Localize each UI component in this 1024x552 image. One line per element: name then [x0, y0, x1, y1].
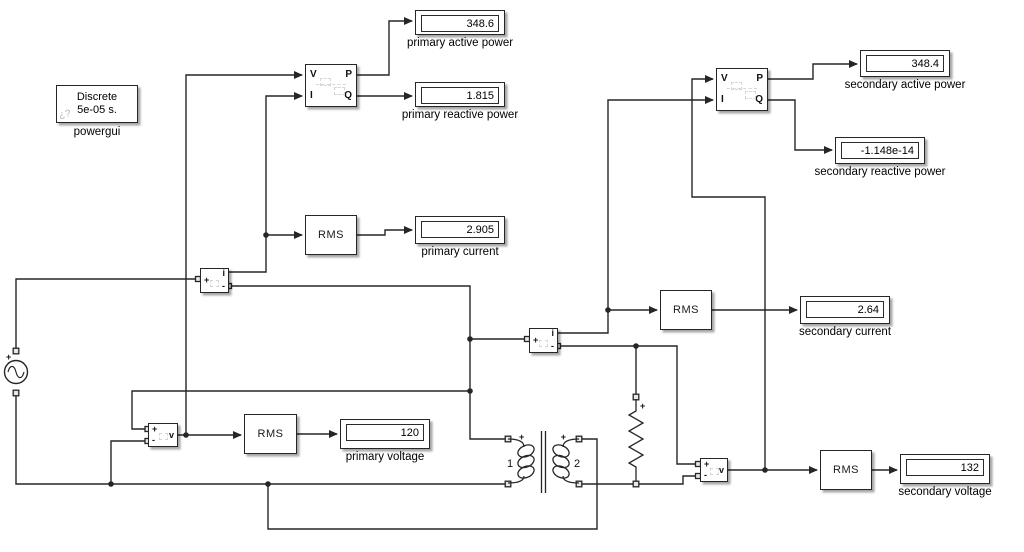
port-plus: + [152, 424, 158, 434]
rms-primary-current[interactable]: RMS [305, 215, 357, 255]
rms-label: RMS [833, 464, 859, 476]
rms-primary-voltage[interactable]: RMS [244, 414, 297, 454]
winding-2-plus-label: + [561, 432, 566, 442]
port-P: P [756, 73, 763, 84]
port-I: I [721, 94, 724, 105]
display-primary-active-power[interactable]: 348.6 [415, 10, 505, 35]
display-value: 132 [906, 459, 984, 476]
port-P: P [345, 69, 352, 80]
block-icon [745, 91, 756, 99]
display-label: secondary reactive power [814, 166, 946, 178]
display-label: primary active power [406, 37, 514, 49]
source-plus-label: + [6, 352, 11, 362]
display-secondary-active-power[interactable]: 348.4 [860, 50, 950, 77]
junction-dots [108, 232, 768, 487]
power-measurement-secondary[interactable]: V I P Q [716, 68, 768, 111]
display-label: primary voltage [345, 451, 425, 463]
display-label: secondary current [798, 326, 892, 338]
power-measurement-primary[interactable]: V I P Q [305, 64, 357, 107]
rms-secondary-current[interactable]: RMS [660, 290, 712, 330]
display-label: primary current [421, 246, 499, 258]
display-primary-voltage[interactable]: 120 [340, 419, 430, 449]
winding-2-label: 2 [574, 458, 580, 470]
winding-1-label: 1 [507, 458, 513, 470]
display-primary-current[interactable]: 2.905 [415, 216, 505, 244]
port-minus: - [222, 281, 225, 291]
display-value: 1.815 [421, 87, 499, 104]
port-v: v [168, 430, 174, 440]
transformer[interactable]: 1 2 + + [507, 431, 580, 493]
block-icon [727, 88, 757, 89]
resistor-plus-label: + [640, 401, 645, 411]
rms-label: RMS [318, 229, 344, 241]
rms-label: RMS [257, 428, 284, 440]
voltage-measurement-secondary[interactable]: + - v [700, 458, 728, 482]
rms-secondary-voltage[interactable]: RMS [820, 450, 872, 490]
port-i: i [551, 328, 554, 338]
powergui-icon: ¿? [58, 108, 72, 121]
display-secondary-voltage[interactable]: 132 [900, 454, 990, 484]
port-plus: + [704, 459, 710, 469]
powergui-block[interactable]: Discrete 5e-05 s. ¿? [56, 85, 138, 123]
port-i: i [222, 268, 225, 278]
display-label: secondary active power [844, 79, 966, 91]
block-icon [539, 340, 548, 347]
block-icon [210, 280, 219, 287]
rms-label: RMS [673, 304, 699, 316]
port-I: I [310, 90, 313, 101]
display-value: -1.148e-14 [841, 142, 919, 159]
voltage-measurement-primary[interactable]: + - v [148, 423, 178, 447]
current-measurement-secondary[interactable]: + i - [529, 328, 558, 353]
block-icon [159, 433, 168, 440]
signal-wires[interactable] [15, 17, 898, 530]
port-minus: - [152, 435, 155, 445]
display-value: 348.4 [866, 55, 944, 72]
powergui-line1: Discrete [76, 91, 118, 103]
powergui-label: powergui [73, 126, 121, 138]
port-minus: - [704, 470, 707, 480]
port-V: V [721, 73, 728, 84]
port-minus: - [551, 341, 554, 351]
display-primary-reactive-power[interactable]: 1.815 [415, 82, 505, 107]
port-Q: Q [344, 90, 352, 101]
display-value: 2.64 [806, 301, 884, 318]
display-label: secondary voltage [898, 486, 992, 498]
display-value: 348.6 [421, 15, 499, 32]
powergui-line2: 5e-05 s. [77, 104, 117, 116]
display-value: 120 [346, 424, 424, 441]
current-measurement-primary[interactable]: + i - [200, 268, 229, 293]
port-V: V [310, 69, 317, 80]
terminal-ports [12, 275, 702, 488]
port-plus: + [204, 275, 210, 285]
port-Q: Q [755, 94, 763, 105]
winding-1-plus-label: + [519, 432, 524, 442]
display-label: primary reactive power [401, 109, 519, 121]
ac-voltage-source[interactable]: + [3, 352, 29, 385]
display-value: 2.905 [421, 221, 499, 238]
block-icon [710, 468, 719, 475]
display-secondary-reactive-power[interactable]: -1.148e-14 [835, 137, 925, 164]
block-icon [731, 82, 742, 90]
port-v: v [718, 465, 724, 475]
load-resistor[interactable]: + [627, 399, 645, 481]
block-icon [320, 78, 331, 86]
block-icon [316, 84, 346, 85]
block-icon [334, 87, 345, 95]
port-plus: + [533, 335, 539, 345]
display-secondary-current[interactable]: 2.64 [800, 296, 890, 324]
